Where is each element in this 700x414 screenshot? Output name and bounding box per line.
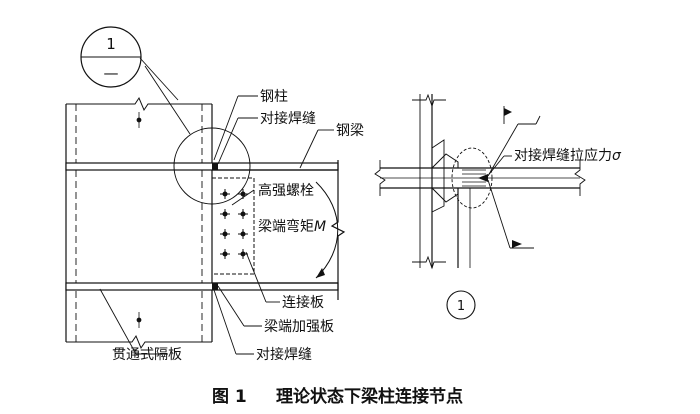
bolt-icon [220, 249, 230, 259]
steel-column [65, 96, 213, 350]
label-steel-column: 钢柱 [260, 89, 288, 105]
detail-marker-lower: — [104, 64, 119, 82]
caption-number: 图 1 [212, 387, 247, 407]
detail-marker-number: 1 [106, 35, 116, 53]
butt-weld-marks [212, 163, 218, 290]
label-hs-bolt: 高强螺栓 [258, 182, 314, 199]
bolt-icon [238, 209, 248, 219]
label-connection-plate: 连接板 [282, 294, 324, 311]
bolt-icon [238, 229, 248, 239]
detail-callout-circle [173, 127, 251, 205]
detail-marker: 1 — [80, 26, 142, 88]
label-through-diaphragm: 贯通式隔板 [112, 347, 182, 363]
detail-number-marker: 1 [446, 290, 476, 320]
moment-arc [315, 181, 339, 279]
label-weld-tensile-stress: 对接焊缝拉应力σ [514, 147, 622, 164]
connection-plate [211, 177, 255, 275]
label-steel-beam: 钢梁 [336, 123, 364, 139]
label-beam-end-moment: 梁端弯矩M [258, 218, 326, 235]
bolt-icon [220, 229, 230, 239]
label-beam-end-stiffener: 梁端加强板 [264, 319, 334, 335]
elevation-view [65, 57, 346, 355]
leader-line [139, 57, 179, 101]
bolt-icon [220, 189, 230, 199]
bolt-icon [220, 209, 230, 219]
section-detail-view [374, 93, 586, 270]
figure-caption: 图 1 理论状态下梁柱连接节点 [212, 386, 463, 407]
detail-number-text: 1 [457, 299, 465, 314]
bolt-group [220, 189, 248, 259]
caption-text: 理论状态下梁柱连接节点 [276, 386, 463, 407]
label-butt-weld-top: 对接焊缝 [260, 110, 316, 127]
label-butt-weld-bottom: 对接焊缝 [256, 346, 312, 363]
label-leaders [99, 95, 334, 355]
